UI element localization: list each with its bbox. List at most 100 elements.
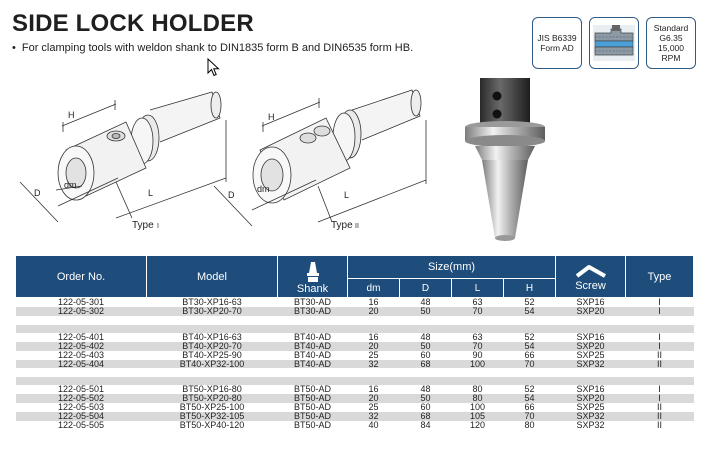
- cell-dm: 20: [347, 306, 400, 316]
- std-line-3: 15,000: [658, 43, 684, 53]
- cell-model: BT50-XP16-80: [182, 384, 242, 395]
- cell-order: 122-05-503: [57, 402, 105, 413]
- description-text: For clamping tools with weldon shank to …: [21, 42, 414, 54]
- cell-l: 100: [451, 359, 504, 369]
- cell-l: 70: [451, 341, 504, 351]
- cell-l: 90: [472, 349, 483, 360]
- cell-d: 48: [420, 297, 431, 307]
- cell-h: 80: [524, 420, 535, 431]
- jis-standard-badge: JIS B6339 Form AD: [532, 17, 582, 69]
- technical-drawings: H dm D L Type I H dm D L Type II: [19, 78, 545, 241]
- cell-screw: SXP16: [576, 384, 605, 395]
- cell-shank: BT50-AD: [277, 412, 348, 422]
- shank-taper-icon: [306, 261, 319, 282]
- cell-d: 48: [420, 384, 431, 395]
- cell-order: 122-05-502: [15, 394, 147, 404]
- cell-dm: 32: [347, 359, 400, 369]
- cell-type: I: [658, 384, 661, 395]
- cell-dm: 32: [347, 412, 400, 422]
- cell-l: 100: [469, 402, 486, 413]
- col-type: Type: [625, 255, 694, 298]
- table-row: 122-05-501 BT50-XP16-80 BT50-AD 16 48 80…: [16, 385, 694, 394]
- cell-dm: 20: [347, 341, 400, 351]
- cell-h: 52: [524, 331, 535, 342]
- side-lock-section-icon: [589, 17, 639, 69]
- cell-h: 66: [524, 349, 535, 360]
- table-row: 122-05-302 BT30-XP20-70 BT30-AD 20 50 70…: [15, 306, 694, 316]
- cell-model: BT50-XP20-80: [146, 394, 278, 404]
- cell-l: 70: [451, 306, 504, 316]
- cell-screw: SXP16: [576, 297, 605, 307]
- table-spacer-row: [16, 316, 694, 325]
- cell-dm: 16: [368, 331, 379, 342]
- cell-dm: 20: [347, 394, 400, 404]
- cell-h: 54: [503, 341, 556, 351]
- cell-order: 122-05-301: [57, 297, 105, 307]
- cell-d: 60: [420, 349, 431, 360]
- cell-l: 80: [472, 384, 483, 395]
- cell-order: 122-05-401: [57, 331, 105, 342]
- cell-screw: SXP20: [555, 306, 626, 316]
- cell-h: 70: [503, 359, 556, 369]
- cell-shank: BT40-AD: [293, 349, 331, 360]
- cell-shank: BT50-AD: [277, 394, 348, 404]
- cell-order: 122-05-505: [57, 420, 105, 431]
- table-row: [15, 377, 694, 386]
- type2-h-label: H: [268, 112, 275, 122]
- page-title: SIDE LOCK HOLDER: [12, 10, 254, 37]
- cell-l: 63: [472, 297, 483, 307]
- table-row: [15, 324, 694, 333]
- cell-d: 68: [399, 412, 452, 422]
- cell-l: 105: [451, 412, 504, 422]
- bullet-glyph: •: [12, 42, 16, 54]
- cell-order: 122-05-404: [15, 359, 147, 369]
- cell-screw: SXP25: [576, 349, 605, 360]
- cell-shank: BT40-AD: [277, 359, 348, 369]
- cell-model: BT50-XP25-100: [179, 402, 245, 413]
- cell-type: II: [625, 359, 694, 369]
- type1-h-label: H: [68, 110, 75, 120]
- jis-line-1: JIS B6339: [537, 33, 577, 43]
- cell-d: 50: [399, 394, 452, 404]
- cell-type: I: [625, 341, 694, 351]
- cell-type: II: [625, 412, 694, 422]
- cell-order: 122-05-504: [15, 412, 147, 422]
- spec-table-body: 122-05-301 BT30-XP16-63 BT30-AD 16 48 63…: [15, 297, 694, 430]
- cell-h: 70: [503, 412, 556, 422]
- cell-d: 68: [399, 359, 452, 369]
- table-spacer-row: [16, 368, 694, 377]
- table-row: 122-05-504 BT50-XP32-105 BT50-AD 32 68 1…: [15, 412, 694, 422]
- cell-type: I: [625, 306, 694, 316]
- cell-type: II: [656, 420, 662, 431]
- cell-screw: SXP20: [555, 341, 626, 351]
- cell-type: I: [658, 297, 661, 307]
- product-photo: [465, 78, 545, 241]
- product-description: • For clamping tools with weldon shank to…: [12, 42, 413, 54]
- type1-l-label: L: [148, 188, 153, 198]
- cell-dm: 25: [368, 402, 379, 413]
- cell-h: 54: [503, 394, 556, 404]
- cell-screw: SXP32: [576, 420, 605, 431]
- jis-line-2: Form AD: [540, 43, 574, 53]
- col-order-no: Order No.: [15, 255, 147, 298]
- cell-model: BT40-XP16-63: [182, 331, 242, 342]
- spec-table: Order No. Model Shank Size(mm) Screw Typ…: [15, 255, 694, 430]
- cell-screw: SXP32: [555, 412, 626, 422]
- type-1-drawing: [19, 91, 227, 223]
- type1-dm-label: dm: [64, 180, 77, 190]
- cell-order: 122-05-403: [57, 349, 105, 360]
- cell-model: BT50-XP32-105: [146, 412, 278, 422]
- cell-dm: 40: [368, 420, 379, 431]
- cell-type: I: [658, 331, 661, 342]
- cell-shank: BT30-AD: [277, 306, 348, 316]
- table-row: 122-05-503 BT50-XP25-100 BT50-AD 25 60 1…: [16, 403, 694, 412]
- type1-numeral: I: [157, 223, 159, 230]
- cell-d: 50: [399, 306, 452, 316]
- shank-header-label: Shank: [296, 282, 329, 295]
- table-row: 122-05-505 BT50-XP40-120 BT50-AD 40 84 1…: [16, 421, 694, 430]
- cell-shank: BT50-AD: [293, 420, 331, 431]
- cell-shank: BT40-AD: [277, 341, 348, 351]
- table-row: 122-05-502 BT50-XP20-80 BT50-AD 20 50 80…: [15, 394, 694, 404]
- cell-shank: BT30-AD: [293, 297, 331, 307]
- col-model: Model: [146, 255, 278, 298]
